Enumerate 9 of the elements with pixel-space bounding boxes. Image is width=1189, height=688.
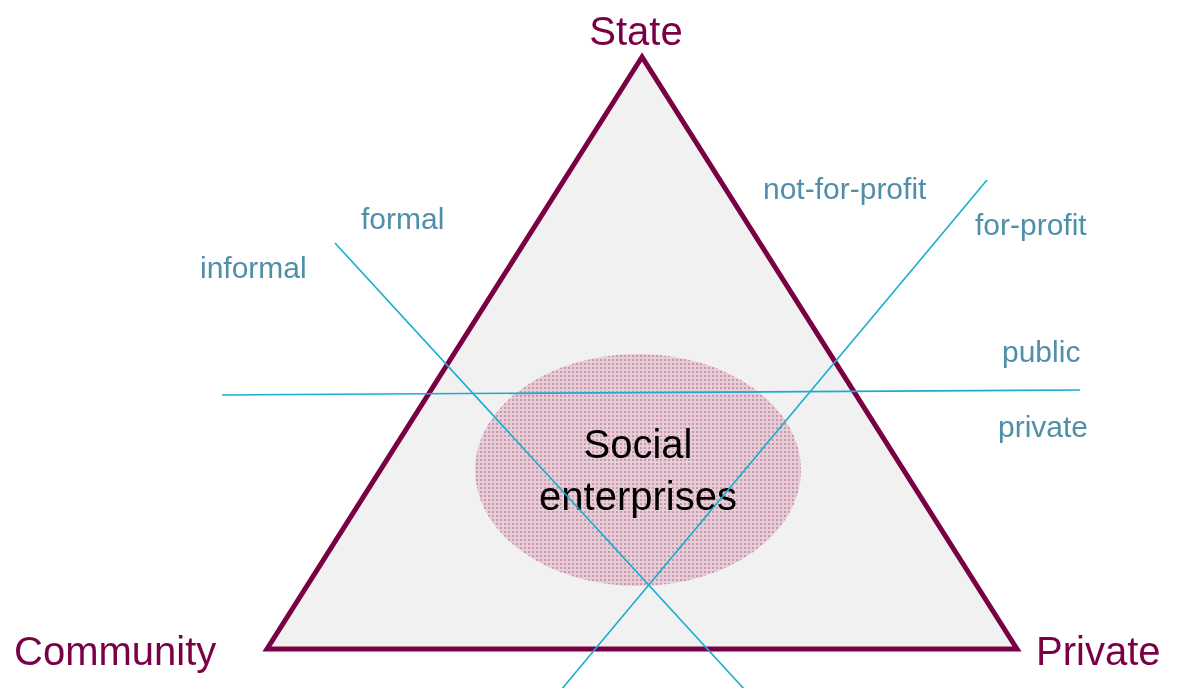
corner-label: Private <box>1036 628 1161 674</box>
corner-label: Community <box>14 628 217 674</box>
sector-label: public <box>1002 335 1081 370</box>
sector-label: informal <box>200 251 307 286</box>
sector-label: formal <box>361 202 445 237</box>
sector-label: not-for-profit <box>763 172 927 207</box>
sector-label: private <box>998 410 1089 445</box>
sector-label: for-profit <box>975 208 1087 243</box>
corner-label: State <box>589 8 683 54</box>
